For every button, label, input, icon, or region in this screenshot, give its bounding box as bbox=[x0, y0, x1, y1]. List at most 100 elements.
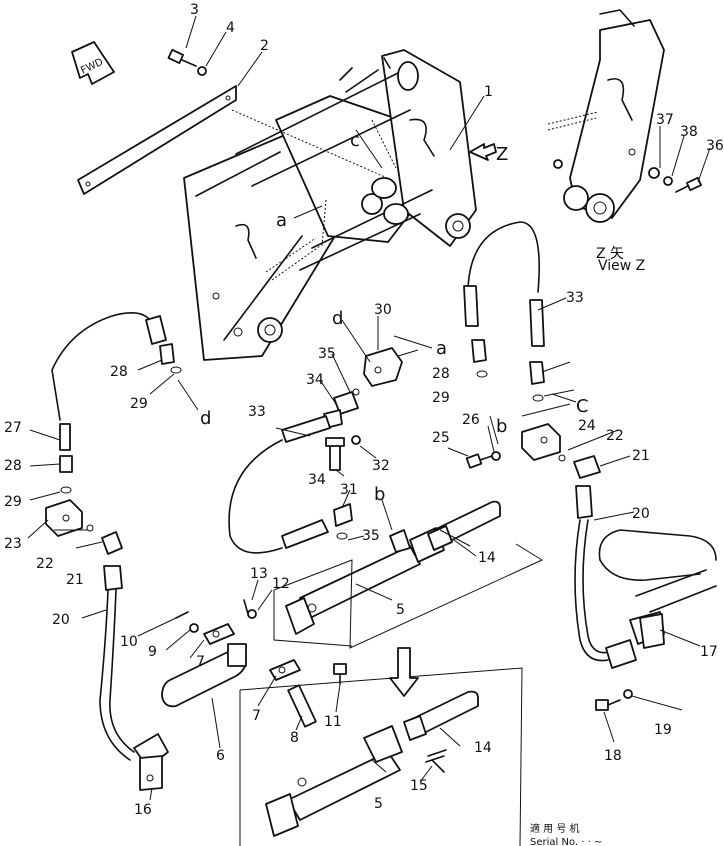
pin-15 bbox=[431, 759, 445, 773]
callout-23: 23 bbox=[4, 536, 22, 552]
callout-27: 27 bbox=[4, 420, 22, 436]
washer-26 bbox=[491, 451, 501, 461]
callout-29-right: 29 bbox=[432, 390, 450, 406]
loader-frame bbox=[183, 49, 477, 361]
bolt-36 bbox=[675, 176, 703, 193]
callout-7-upper: 7 bbox=[196, 654, 205, 670]
cylinder-5-upper bbox=[285, 500, 501, 635]
callout-36: 36 bbox=[706, 138, 724, 154]
callout-33-lower: 33 bbox=[248, 404, 266, 420]
callout-3: 3 bbox=[190, 2, 199, 18]
cover-plate bbox=[77, 85, 237, 195]
callout-22-left: 22 bbox=[36, 556, 54, 572]
callout-34-upper: 34 bbox=[306, 372, 324, 388]
callout-31: 31 bbox=[340, 482, 358, 498]
callout-18: 18 bbox=[604, 748, 622, 764]
rear-frame-outline bbox=[598, 529, 717, 561]
callout-28-mid: 28 bbox=[110, 364, 128, 380]
ref-z-view: Z bbox=[496, 144, 508, 165]
hose-27 bbox=[51, 312, 151, 421]
ref-b-cylinder: b bbox=[374, 484, 385, 505]
ref-b-hose: b bbox=[496, 416, 507, 437]
callout-28-right: 28 bbox=[432, 366, 450, 382]
bolt-18 bbox=[595, 699, 609, 711]
washer-19 bbox=[623, 689, 633, 699]
bolt-3 bbox=[167, 48, 197, 67]
block-23 bbox=[45, 499, 83, 537]
fitting-21-left bbox=[101, 531, 123, 555]
rod-cover-14-upper bbox=[433, 500, 501, 545]
view-z-arrow bbox=[469, 143, 497, 161]
svg-text:Z 矢: Z 矢 bbox=[596, 246, 624, 262]
callout-29-mid: 29 bbox=[130, 396, 148, 412]
bracket-16 bbox=[139, 755, 163, 791]
cylinder-5-lower bbox=[265, 690, 479, 837]
hose-20-left bbox=[99, 589, 131, 761]
callout-20-left: 20 bbox=[52, 612, 70, 628]
callout-35-upper: 35 bbox=[318, 346, 336, 362]
callout-9: 9 bbox=[148, 644, 157, 660]
callout-22-right: 22 bbox=[606, 428, 624, 444]
callout-29-left: 29 bbox=[4, 494, 22, 510]
callout-2: 2 bbox=[260, 38, 269, 54]
bolt-25 bbox=[465, 453, 483, 469]
svg-text:View Z: View Z bbox=[598, 258, 645, 274]
hose-33-upper bbox=[467, 221, 540, 293]
callout-33-upper: 33 bbox=[566, 290, 584, 306]
callout-13: 13 bbox=[250, 566, 268, 582]
ref-c-hose: C bbox=[576, 396, 589, 417]
callout-10: 10 bbox=[120, 634, 138, 650]
down-arrow bbox=[389, 647, 419, 697]
callout-7-lower: 7 bbox=[252, 708, 261, 724]
pin-10 bbox=[175, 611, 189, 619]
callout-16: 16 bbox=[134, 802, 152, 818]
ref-d-block: d bbox=[332, 308, 343, 329]
callout-11: 11 bbox=[324, 714, 342, 730]
callout-26: 26 bbox=[462, 412, 480, 428]
callout-24: 24 bbox=[578, 418, 596, 434]
callout-21-right: 21 bbox=[632, 448, 650, 464]
callout-5-upper: 5 bbox=[396, 602, 405, 618]
fitting-21-right bbox=[573, 455, 601, 479]
callout-4: 4 bbox=[226, 20, 235, 36]
callout-14-upper: 14 bbox=[478, 550, 496, 566]
pin-13 bbox=[243, 599, 249, 615]
callout-21-left: 21 bbox=[66, 572, 84, 588]
block-24 bbox=[521, 423, 561, 461]
washer-38 bbox=[663, 176, 673, 186]
washer-4 bbox=[197, 66, 207, 76]
bolt-11 bbox=[333, 663, 347, 675]
callout-17: 17 bbox=[700, 644, 718, 660]
callout-30: 30 bbox=[374, 302, 392, 318]
ref-c-frame: c bbox=[350, 130, 360, 151]
callout-34-lower: 34 bbox=[308, 472, 326, 488]
callout-19: 19 bbox=[654, 722, 672, 738]
pin-6 bbox=[161, 643, 247, 708]
callout-6: 6 bbox=[216, 748, 225, 764]
rod-cover-14-lower bbox=[405, 690, 479, 737]
callout-14-lower: 14 bbox=[474, 740, 492, 756]
callout-35-lower: 35 bbox=[362, 528, 380, 544]
callout-15: 15 bbox=[410, 778, 428, 794]
bracket-17 bbox=[639, 613, 665, 649]
serial-label: Serial No. · · ~ bbox=[530, 837, 602, 846]
callout-12: 12 bbox=[272, 576, 290, 592]
ref-d-hose: d bbox=[200, 408, 211, 429]
washer-37 bbox=[648, 167, 660, 179]
hose-20-right bbox=[574, 519, 609, 662]
callout-37: 37 bbox=[656, 112, 674, 128]
view-z-inset bbox=[547, 9, 665, 223]
callout-38: 38 bbox=[680, 124, 698, 140]
pin-8 bbox=[287, 684, 317, 728]
callout-5-lower: 5 bbox=[374, 796, 383, 812]
serial-label-jp: 適 用 号 机 bbox=[530, 822, 580, 835]
hose-33-lower bbox=[228, 439, 283, 554]
callout-28-left: 28 bbox=[4, 458, 22, 474]
leader-lines bbox=[27, 15, 711, 801]
washer-9 bbox=[189, 623, 199, 633]
ref-a-frame: a bbox=[276, 210, 287, 231]
block-30 bbox=[363, 347, 403, 387]
bolt-31 bbox=[329, 443, 341, 471]
callout-32: 32 bbox=[372, 458, 390, 474]
